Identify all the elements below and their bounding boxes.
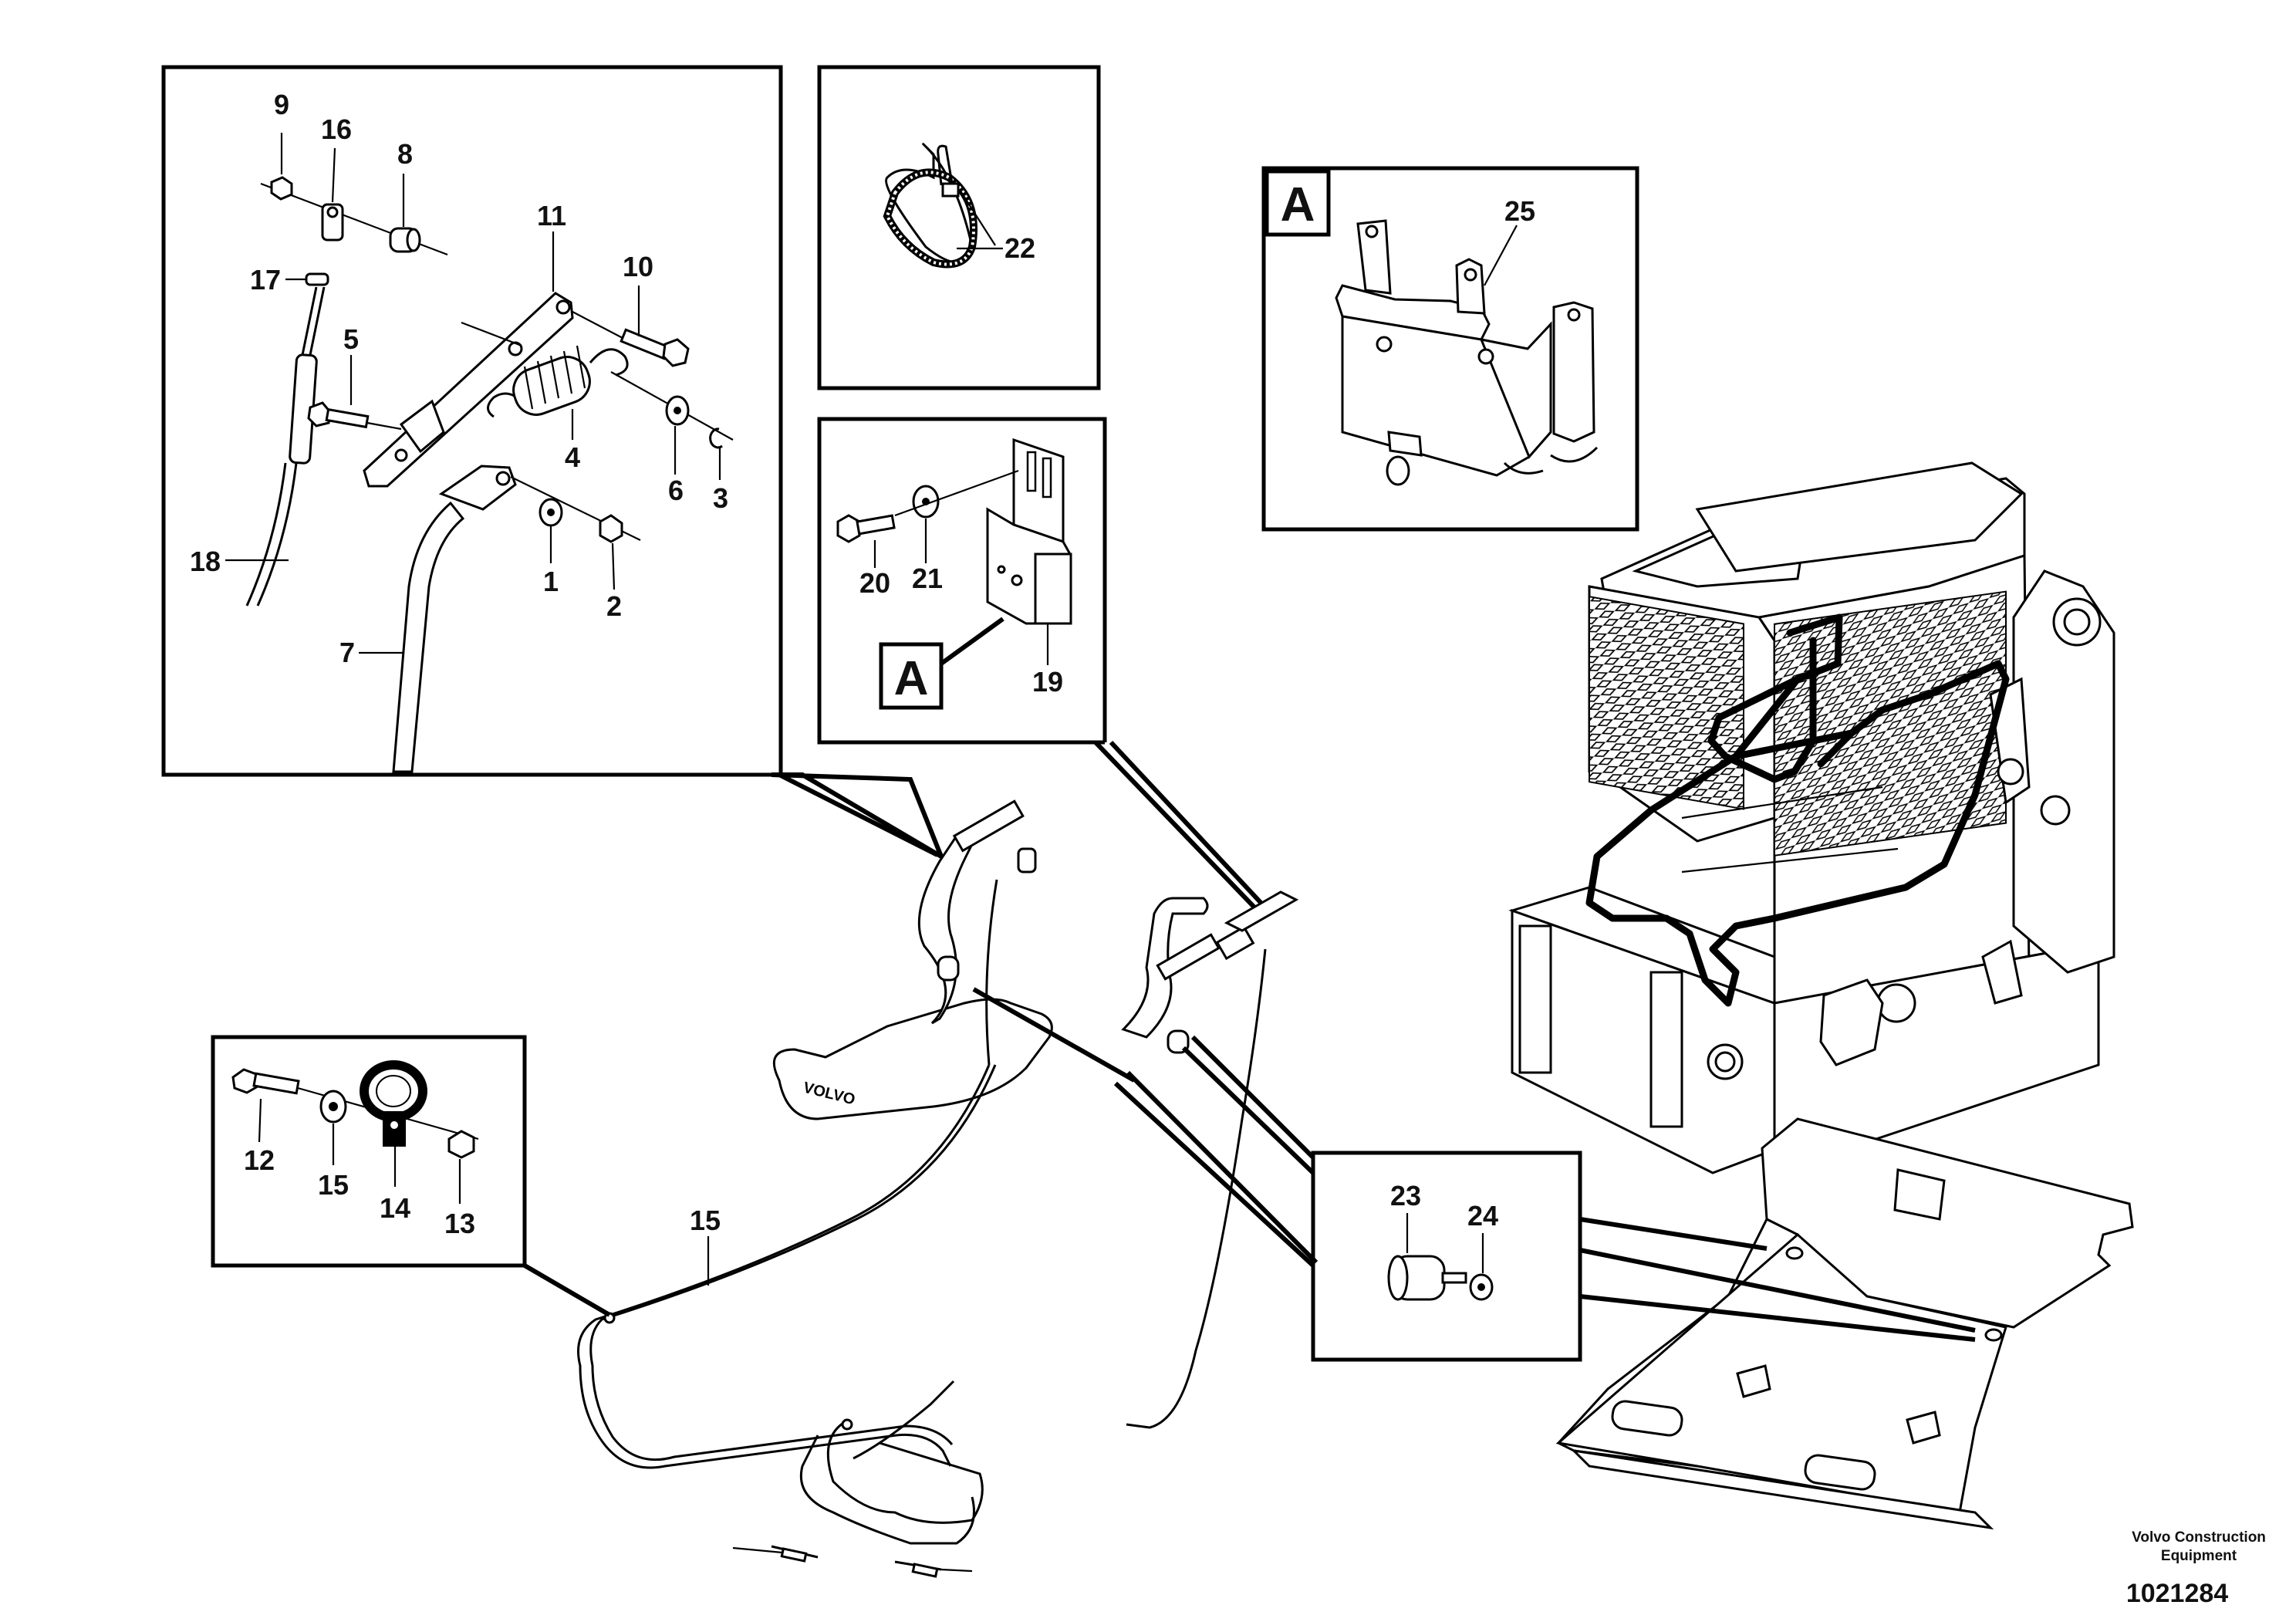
callout-4: 4 bbox=[565, 441, 580, 473]
detail-box-view-a: A 25 bbox=[1261, 166, 1639, 532]
detail-box-clamp: 12 15 14 13 bbox=[211, 1035, 527, 1268]
callout-21: 21 bbox=[912, 563, 943, 594]
callout-14: 14 bbox=[380, 1192, 410, 1224]
cable-clevis-16 bbox=[321, 203, 344, 242]
washer-1 bbox=[539, 498, 563, 527]
callout-22: 22 bbox=[1004, 232, 1035, 264]
clamp-14 bbox=[360, 1060, 427, 1147]
washer-24 bbox=[1469, 1273, 1494, 1301]
callout-9: 9 bbox=[274, 89, 289, 120]
cab-mesh-right bbox=[1774, 590, 2007, 857]
title-block: Volvo Construction Equipment 1021284 bbox=[2126, 1529, 2266, 1608]
bracket-19 bbox=[986, 438, 1072, 625]
leader-pedal-box bbox=[771, 772, 947, 863]
callout-2: 2 bbox=[606, 590, 622, 622]
washer-21 bbox=[912, 485, 940, 519]
callout-17: 17 bbox=[250, 264, 281, 296]
detail-box-cable-tie: 22 bbox=[817, 65, 1101, 390]
bolt-20 bbox=[836, 514, 896, 543]
leader-lines bbox=[523, 987, 1976, 1342]
callout-7: 7 bbox=[339, 637, 355, 668]
bolt-12 bbox=[231, 1068, 300, 1095]
spacer-8 bbox=[389, 227, 421, 253]
callout-16: 16 bbox=[321, 113, 352, 145]
lift-arm bbox=[1989, 569, 2115, 974]
clip-17 bbox=[305, 272, 329, 286]
detail-box-bumper: 23 24 bbox=[1311, 1151, 1582, 1362]
callout-5: 5 bbox=[343, 323, 359, 355]
callout-23: 23 bbox=[1390, 1180, 1421, 1211]
callout-8: 8 bbox=[397, 138, 413, 170]
callout-18: 18 bbox=[190, 546, 221, 577]
bolt-5 bbox=[307, 401, 402, 431]
detail-box-pedal-linkage: 9 16 8 17 11 10 5 4 6 3 1 2 18 7 bbox=[161, 65, 947, 863]
bumper-23 bbox=[1387, 1255, 1446, 1301]
callout-6: 6 bbox=[668, 475, 684, 506]
view-a-label: A bbox=[1281, 178, 1315, 231]
washer-6 bbox=[665, 395, 690, 426]
company-name-line1: Volvo Construction bbox=[2132, 1529, 2266, 1546]
nut-13 bbox=[447, 1130, 475, 1159]
callout-1: 1 bbox=[543, 566, 559, 597]
callout-10: 10 bbox=[623, 251, 653, 282]
detail-box-bracket: A 20 21 19 bbox=[817, 417, 1268, 911]
drawing-number: 1021284 bbox=[2126, 1579, 2228, 1608]
callout-15-main: 15 bbox=[690, 1205, 721, 1236]
callout-15-clamp: 15 bbox=[318, 1169, 349, 1201]
view-ref-marker: A bbox=[894, 652, 929, 705]
switch-25 bbox=[1335, 219, 1599, 486]
pedal-cable-assembly: VOLVO 15 bbox=[577, 799, 1299, 1578]
callout-12: 12 bbox=[244, 1144, 275, 1176]
spring-4 bbox=[487, 345, 629, 418]
nut-9 bbox=[260, 176, 448, 256]
nut-2 bbox=[599, 514, 623, 543]
callout-13: 13 bbox=[444, 1208, 475, 1239]
callout-24: 24 bbox=[1467, 1200, 1498, 1232]
callout-20: 20 bbox=[859, 567, 890, 599]
stud bbox=[1441, 1272, 1467, 1284]
bolt-10 bbox=[572, 311, 690, 367]
clip-3 bbox=[709, 427, 723, 449]
callout-3: 3 bbox=[713, 482, 728, 514]
lever-plate-11 bbox=[363, 292, 574, 488]
callout-19: 19 bbox=[1032, 666, 1063, 698]
washer-15 bbox=[319, 1090, 347, 1124]
callout-11: 11 bbox=[537, 200, 566, 231]
throttle-cable-18 bbox=[245, 286, 326, 607]
callout-25: 25 bbox=[1504, 195, 1535, 227]
company-name-line2: Equipment bbox=[2161, 1548, 2237, 1564]
pedal-rod-7 bbox=[392, 465, 517, 773]
machine-cab-frame bbox=[1508, 461, 2115, 1175]
wiring-harness bbox=[1585, 613, 2010, 1007]
